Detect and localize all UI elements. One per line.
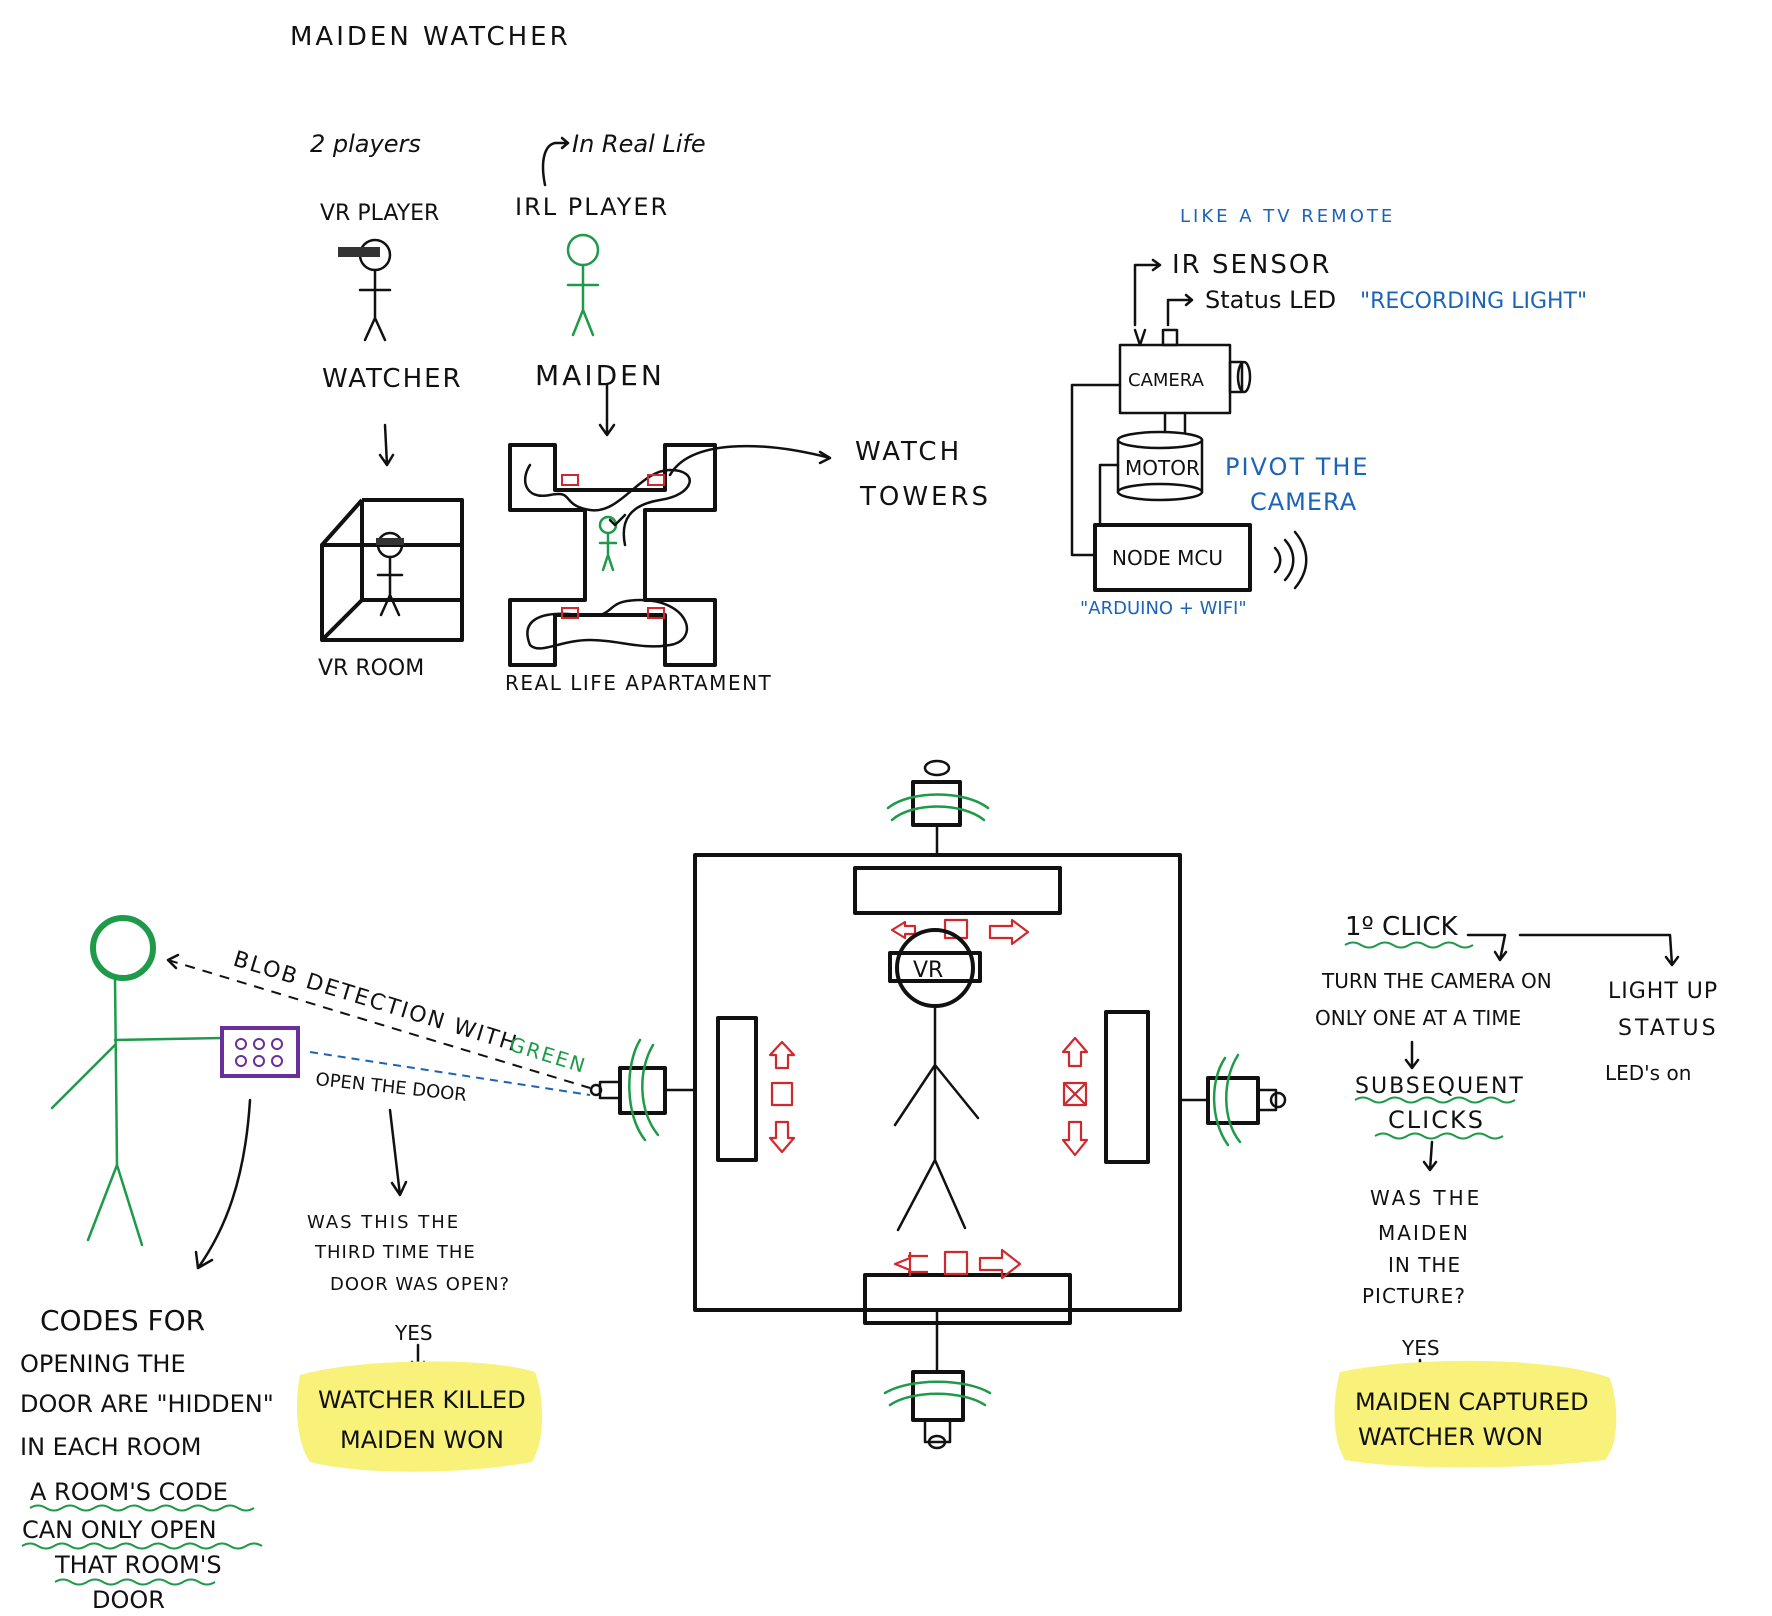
- vr-room-cube: [320, 498, 464, 642]
- ir-sensor-label: IR SENSOR: [1172, 250, 1331, 280]
- wifi-signal-icon: [1273, 530, 1308, 590]
- keypad-to-codes-arrow: [194, 1098, 252, 1270]
- ir-sensor-arrow: [1133, 258, 1162, 327]
- turn-camera-2: ONLY ONE AT A TIME: [1315, 1006, 1521, 1030]
- left-outcome-highlight: [297, 1361, 543, 1472]
- was-maiden-2: MAIDEN: [1378, 1221, 1470, 1245]
- turn-to-subsequent-arrow: [1404, 1040, 1420, 1070]
- irl-note-arrow: [541, 136, 570, 187]
- vr-headset-label: VR: [913, 958, 943, 983]
- irl-note: In Real Life: [572, 130, 706, 158]
- irl-player-label: IRL PLAYER: [515, 193, 669, 221]
- room-code-note-2: CAN ONLY OPEN: [22, 1516, 217, 1544]
- camera-label: CAMERA: [1128, 370, 1205, 391]
- subsequent-underline-2: [1374, 1132, 1504, 1140]
- maiden-down-arrow: [598, 383, 616, 437]
- codes-note-1: CODES FOR: [40, 1304, 205, 1337]
- room-code-underline-2: [21, 1542, 263, 1550]
- room-code-underline-1: [29, 1504, 255, 1512]
- was-maiden-1: WAS THE: [1370, 1186, 1482, 1210]
- real-life-apartment-map: [508, 443, 717, 667]
- page-title: MAIDEN WATCHER: [290, 22, 571, 52]
- room-code-underline-3: [54, 1578, 216, 1586]
- door-controls-bottom: [893, 1248, 1022, 1280]
- codes-note-2: OPENING THE: [20, 1350, 186, 1378]
- real-life-apartment-label: REAL LIFE APARTAMENT: [505, 671, 772, 695]
- node-mcu-label: NODE MCU: [1112, 546, 1223, 570]
- right-outcome-1: MAIDEN CAPTURED: [1355, 1388, 1589, 1416]
- light-up-1: LIGHT UP: [1608, 979, 1718, 1004]
- arduino-wifi-note: "ARDUINO + WIFI": [1080, 598, 1247, 619]
- pivot-note-1: PIVOT THE: [1225, 453, 1370, 481]
- subsequent-2: CLICKS: [1388, 1106, 1485, 1134]
- watcher-label: WATCHER: [322, 364, 463, 394]
- left-outcome-1: WATCHER KILLED: [318, 1386, 526, 1414]
- camera-left: [589, 1038, 697, 1142]
- room-code-note-1: A ROOM'S CODE: [30, 1478, 228, 1506]
- watcher-down-arrow: [378, 423, 395, 467]
- room-code-note-3: THAT ROOM'S: [54, 1551, 222, 1579]
- players-count-label: 2 players: [310, 130, 421, 158]
- watch-towers-label-2: TOWERS: [859, 482, 991, 512]
- first-click-label: 1º CLICK: [1345, 912, 1459, 942]
- watch-towers-arrow: [668, 444, 832, 477]
- open-door-line: [309, 1051, 591, 1096]
- first-click-underline: [1344, 941, 1474, 949]
- subsequent-underline-1: [1354, 1096, 1516, 1104]
- third-time-question-1: WAS THIS THE: [307, 1212, 460, 1233]
- light-up-2: STATUS: [1618, 1016, 1719, 1041]
- was-maiden-3: IN THE: [1388, 1253, 1461, 1277]
- node-mcu-box: [1093, 523, 1252, 592]
- motor-label: MOTOR: [1125, 456, 1200, 480]
- light-up-3: LED's on: [1605, 1061, 1691, 1085]
- irl-player-figure: [566, 233, 600, 337]
- room-code-note-4: DOOR: [92, 1586, 165, 1614]
- maiden-label: MAIDEN: [535, 359, 665, 392]
- door-controls-left: [768, 1040, 796, 1154]
- status-led-label: Status LED: [1205, 286, 1336, 314]
- irl-player-large: [50, 915, 224, 1247]
- wiring: [1070, 383, 1122, 557]
- watch-towers-label-1: WATCH: [855, 437, 962, 467]
- turn-camera-1: TURN THE CAMERA ON: [1321, 969, 1552, 993]
- codes-note-4: IN EACH ROOM: [20, 1433, 201, 1461]
- camera-bottom: [883, 1308, 992, 1450]
- codes-note-3: DOOR ARE "HIDDEN": [20, 1390, 274, 1418]
- blob-detection-line: [167, 959, 591, 1089]
- vr-player-label: VR PLAYER: [320, 201, 439, 226]
- camera-shaft: [1163, 411, 1187, 434]
- open-door-down-arrow: [388, 1108, 408, 1197]
- motor-cylinder: [1116, 430, 1204, 502]
- vr-room-label: VR ROOM: [318, 656, 424, 681]
- pivot-note-2: CAMERA: [1250, 488, 1357, 516]
- vr-player-figure: [338, 238, 392, 342]
- status-led-arrow: [1166, 293, 1194, 327]
- was-maiden-4: PICTURE?: [1362, 1284, 1466, 1308]
- camera-box: [1118, 328, 1252, 415]
- vr-player-in-room: [888, 928, 982, 1232]
- green-label: GREEN: [507, 1032, 590, 1078]
- camera-top: [886, 759, 990, 857]
- door-controls-right: [1061, 1036, 1089, 1157]
- right-outcome-2: WATCHER WON: [1358, 1423, 1543, 1451]
- left-outcome-2: MAIDEN WON: [340, 1426, 504, 1454]
- right-outcome-highlight: [1334, 1360, 1617, 1468]
- subsequent-1: SUBSEQUENT: [1355, 1074, 1525, 1099]
- subsequent-down-arrow: [1422, 1140, 1438, 1172]
- third-time-question-3: DOOR WAS OPEN?: [330, 1274, 510, 1295]
- recording-light-note: "RECORDING LIGHT": [1360, 289, 1587, 314]
- first-click-branches: [1466, 933, 1680, 967]
- third-time-question-2: THIRD TIME THE: [314, 1242, 476, 1263]
- right-yes-label: YES: [1401, 1336, 1440, 1360]
- like-tv-remote-note: LIKE A TV REMOTE: [1180, 206, 1395, 227]
- left-yes-label: YES: [394, 1321, 433, 1345]
- keypad-remote: [220, 1026, 300, 1078]
- camera-right: [1178, 1053, 1287, 1147]
- open-door-label: OPEN THE DOOR: [314, 1069, 467, 1106]
- blob-detection-arrowhead: [166, 953, 180, 970]
- central-room: [693, 853, 1182, 1325]
